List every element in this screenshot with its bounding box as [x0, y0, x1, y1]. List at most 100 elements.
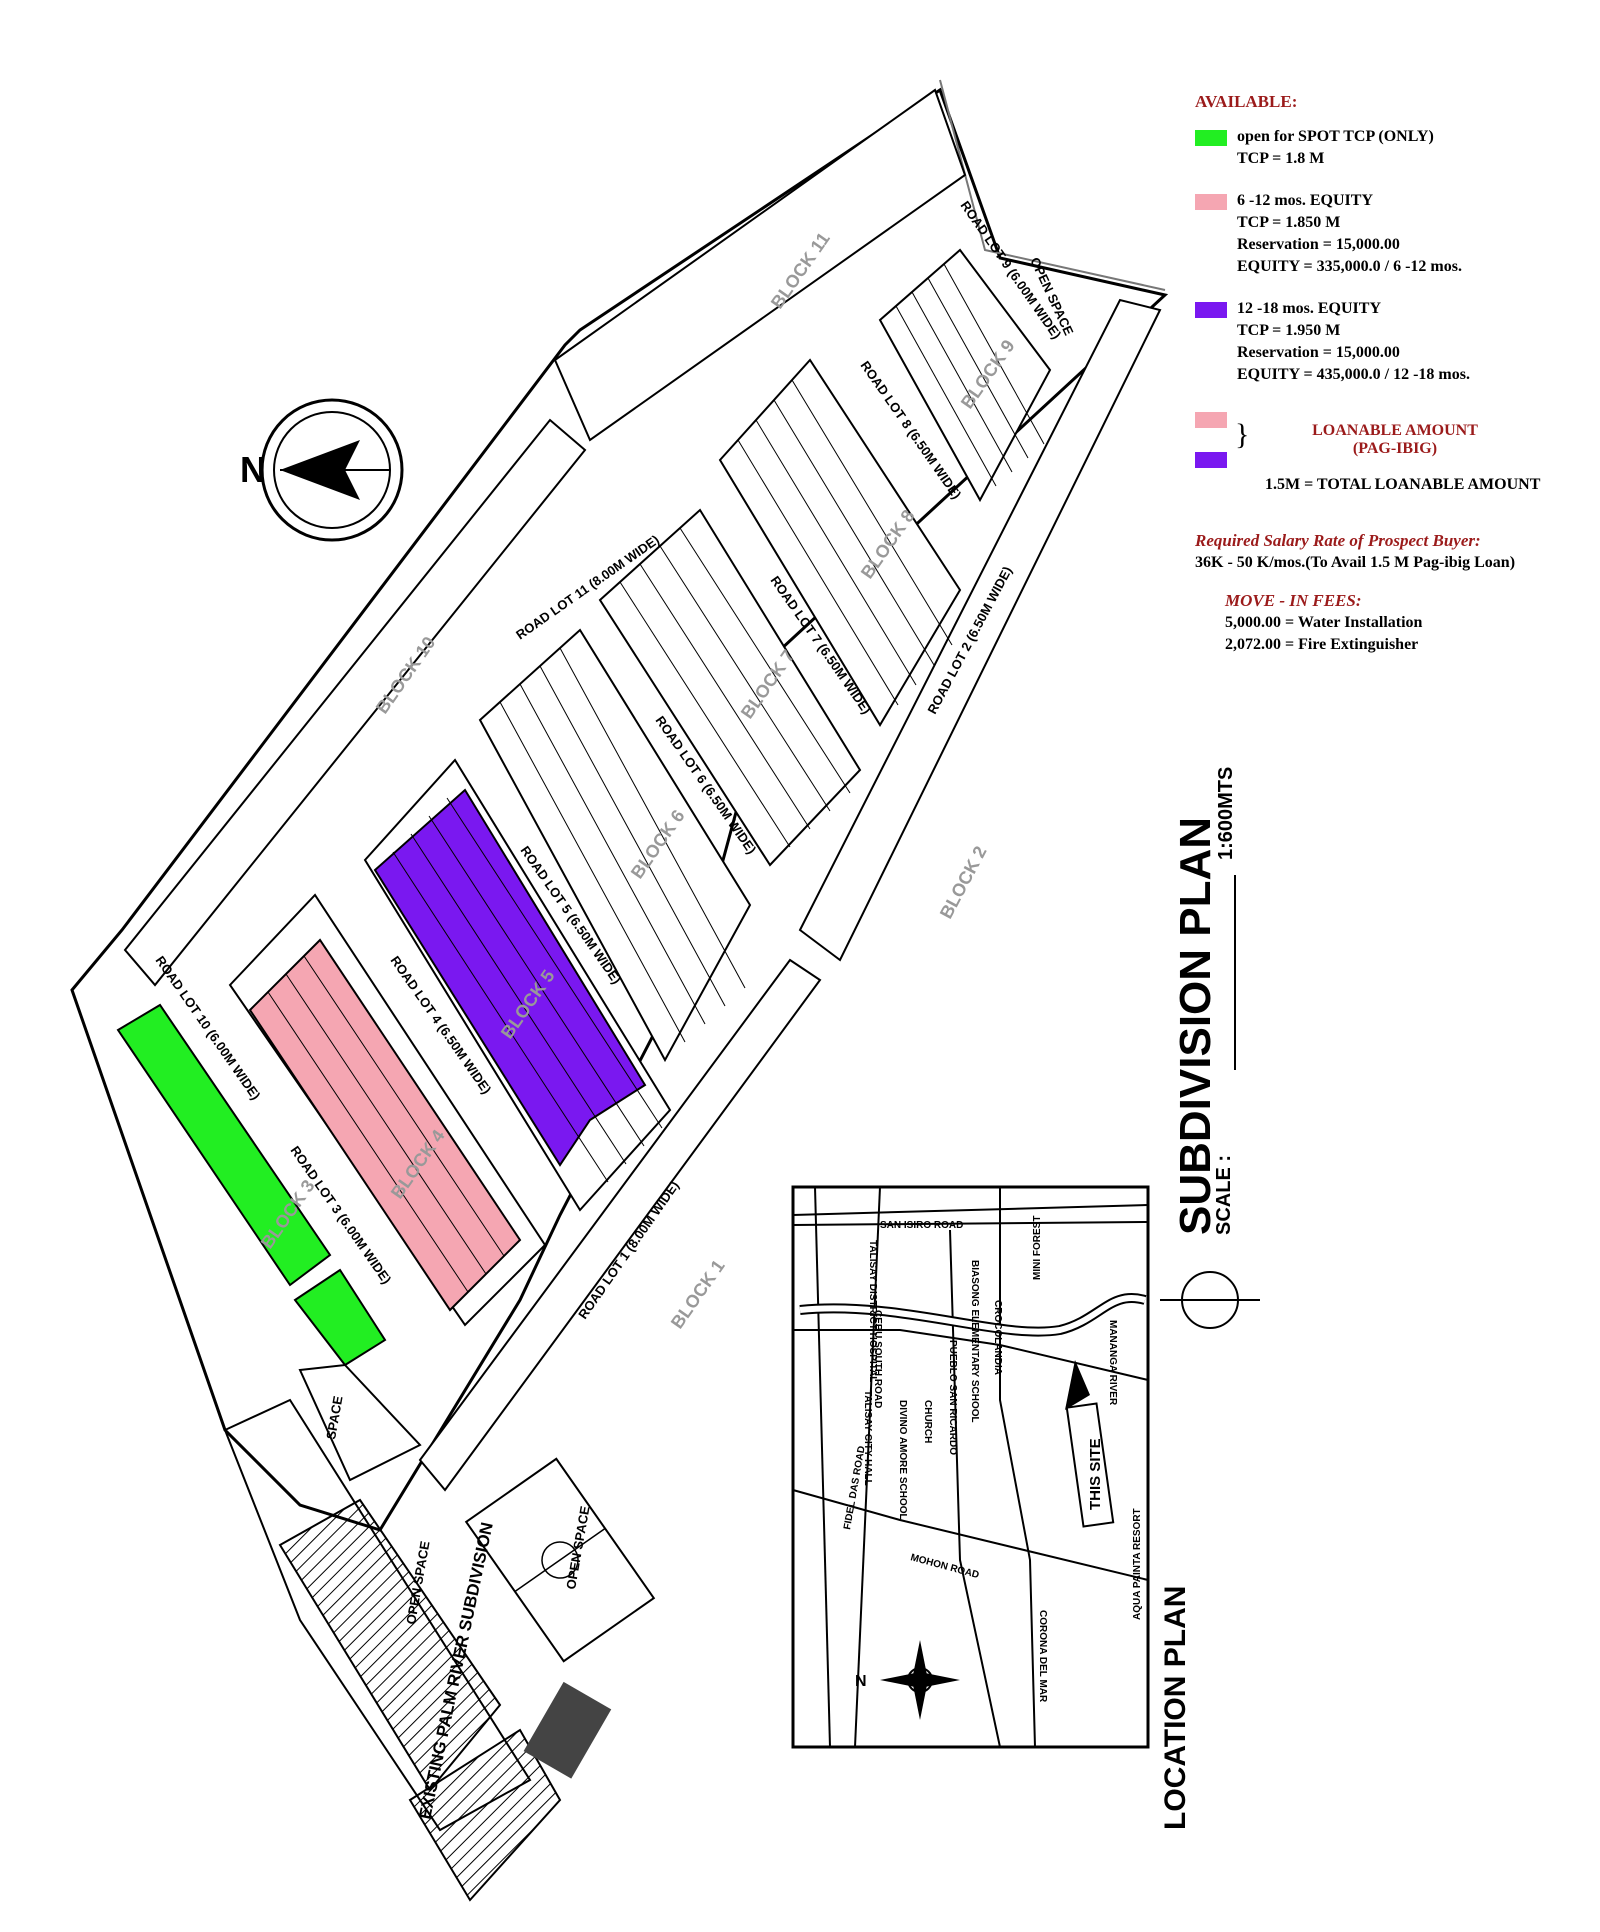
lot-divider — [303, 955, 505, 1257]
lot-divider — [285, 973, 487, 1275]
lot-divider — [392, 851, 609, 1183]
salary-text: 36K - 50 K/mos.(To Avail 1.5 M Pag-ibig … — [1195, 554, 1516, 571]
legend-purple-line1: 12 -18 mos. EQUITY — [1237, 300, 1382, 317]
location-compass-icon: N — [855, 1640, 960, 1720]
basketball-court — [464, 1457, 656, 1663]
legend-pink: 6 -12 mos. EQUITY TCP = 1.850 M Reservat… — [1195, 190, 1595, 278]
lot-divider — [755, 419, 917, 686]
loan-purple-swatch — [1195, 452, 1227, 468]
lot-divider — [911, 291, 1013, 473]
legend-title: AVAILABLE: — [1195, 92, 1298, 111]
building-dark — [523, 1681, 612, 1779]
loc-divino: DIVINO AMORE SCHOOL — [897, 1400, 908, 1520]
lot-divider — [499, 701, 686, 1043]
loan-pink-swatch — [1195, 412, 1227, 428]
lot-divider — [519, 683, 706, 1025]
loan-label-1: LOANABLE AMOUNT — [1312, 422, 1478, 439]
block-1-label: BLOCK 1 — [667, 1256, 729, 1332]
block-2-label: BLOCK 2 — [936, 843, 991, 922]
brace-icon: } — [1235, 418, 1250, 451]
purple-swatch — [1195, 302, 1227, 318]
svg-text:N: N — [855, 1673, 867, 1690]
legend-green: open for SPOT TCP (ONLY) TCP = 1.8 M — [1195, 126, 1595, 170]
open-space-court-label: OPEN SPACE — [563, 1505, 592, 1591]
this-site-marker — [1065, 1360, 1090, 1410]
loc-crocolandia: CROCOLANDIA — [992, 1300, 1003, 1375]
legend-purple-line3: Reservation = 15,000.00 — [1237, 344, 1400, 361]
lot-divider — [559, 647, 746, 989]
legend: AVAILABLE: open for SPOT TCP (ONLY) TCP … — [1195, 92, 1595, 386]
pink-swatch — [1195, 194, 1227, 210]
legend-purple-line4: EQUITY = 435,000.0 / 12 -18 mos. — [1237, 366, 1470, 383]
loc-river: MANANGA RIVER — [1107, 1320, 1118, 1406]
scale-value: 1:600MTS — [1215, 767, 1237, 860]
scale-label: SCALE : — [1213, 1155, 1235, 1235]
existing-subdivision-area — [223, 1398, 532, 1832]
lot-divider — [410, 833, 627, 1165]
green-lots-block-3 — [116, 1003, 332, 1287]
legend-pink-line1: 6 -12 mos. EQUITY — [1237, 192, 1374, 209]
lot-divider — [428, 815, 645, 1147]
fee-fire: 2,072.00 = Fire Extinguisher — [1225, 636, 1419, 653]
block-10-area — [123, 418, 587, 987]
loc-hospital: TALISAY DISTRICT HOSPITAL — [867, 1240, 878, 1382]
block-7-area — [598, 508, 862, 867]
block-1-area — [418, 958, 822, 1492]
loc-corona: CORONA DEL MAR — [1037, 1610, 1048, 1703]
legend-pink-line4: EQUITY = 335,000.0 / 6 -12 mos. — [1237, 258, 1462, 275]
legend-purple-line2: TCP = 1.950 M — [1237, 322, 1341, 339]
lot-divider — [895, 305, 997, 487]
loc-pueblo: PUEBLO SAN RICARDO — [947, 1340, 958, 1455]
loc-aqua: AQUA PAINTA RESORT — [1132, 1508, 1143, 1620]
compass-n-label: N — [240, 449, 266, 490]
lot-divider — [639, 563, 811, 830]
existing-subdivision-hatch — [278, 1498, 502, 1792]
block-11-area — [553, 88, 967, 442]
lot-divider — [943, 263, 1045, 445]
legend-green-line2: TCP = 1.8 M — [1237, 150, 1325, 167]
green-lots-block-3b — [293, 1268, 387, 1367]
lot-dividers — [267, 263, 1045, 1293]
loc-san-isidro: SAN ISIRO ROAD — [880, 1220, 963, 1231]
loc-cebu-road: CEBU SOUTH ROAD — [872, 1310, 883, 1408]
location-plan-title: LOCATION PLAN — [1159, 1586, 1192, 1830]
lot-divider — [446, 797, 663, 1129]
loc-elem: BIASONG ELEMENTARY SCHOOL — [969, 1260, 980, 1423]
loc-mini-forest: MINI FOREST — [1032, 1216, 1043, 1280]
location-plan: SAN ISIRO ROAD TALISAY DISTRICT HOSPITAL… — [791, 1185, 1150, 1749]
block-3-lower — [298, 1363, 422, 1482]
lot-divider — [267, 991, 469, 1293]
legend-green-line1: open for SPOT TCP (ONLY) — [1237, 128, 1434, 145]
loan-label-2: (PAG-IBIG) — [1352, 440, 1438, 457]
lot-divider — [659, 545, 831, 812]
scale-circle-icon — [1160, 1271, 1260, 1329]
block-9-area — [878, 248, 1052, 503]
fee-water: 5,000.00 = Water Installation — [1225, 614, 1423, 631]
existing-subdivision-hatch-2 — [408, 1728, 562, 1902]
salary-title: Required Salary Rate of Prospect Buyer: — [1195, 531, 1481, 550]
loc-church: CHURCH — [922, 1400, 933, 1443]
lot-divider — [539, 665, 726, 1007]
subdivision-plan-title: SUBDIVISION PLAN — [1171, 817, 1220, 1235]
lot-divider — [927, 277, 1029, 459]
loan-total: 1.5M = TOTAL LOANABLE AMOUNT — [1265, 476, 1541, 493]
block-2-area — [798, 298, 1162, 962]
north-boundary — [939, 79, 1166, 291]
green-swatch — [1195, 130, 1227, 146]
block-6-area — [478, 628, 752, 1063]
legend-pink-line3: Reservation = 15,000.00 — [1237, 236, 1400, 253]
loan-label: LOANABLE AMOUNT (PAG-IBIG) — [1265, 422, 1525, 458]
lot-divider — [679, 527, 851, 794]
legend-pink-line2: TCP = 1.850 M — [1237, 214, 1341, 231]
notes: Required Salary Rate of Prospect Buyer: … — [1195, 530, 1600, 656]
loc-this-site: THIS SITE — [1087, 1438, 1104, 1510]
compass-north: N — [240, 398, 404, 542]
lot-divider — [737, 439, 899, 706]
lot-divider — [619, 581, 791, 848]
loc-city-hall: TALISAY CITY HALL — [862, 1390, 873, 1486]
pink-lots-block-4 — [248, 938, 522, 1312]
fees-title: MOVE - IN FEES: — [1225, 591, 1362, 610]
block-8-area — [718, 358, 962, 727]
legend-purple: 12 -18 mos. EQUITY TCP = 1.950 M Reserva… — [1195, 298, 1595, 386]
